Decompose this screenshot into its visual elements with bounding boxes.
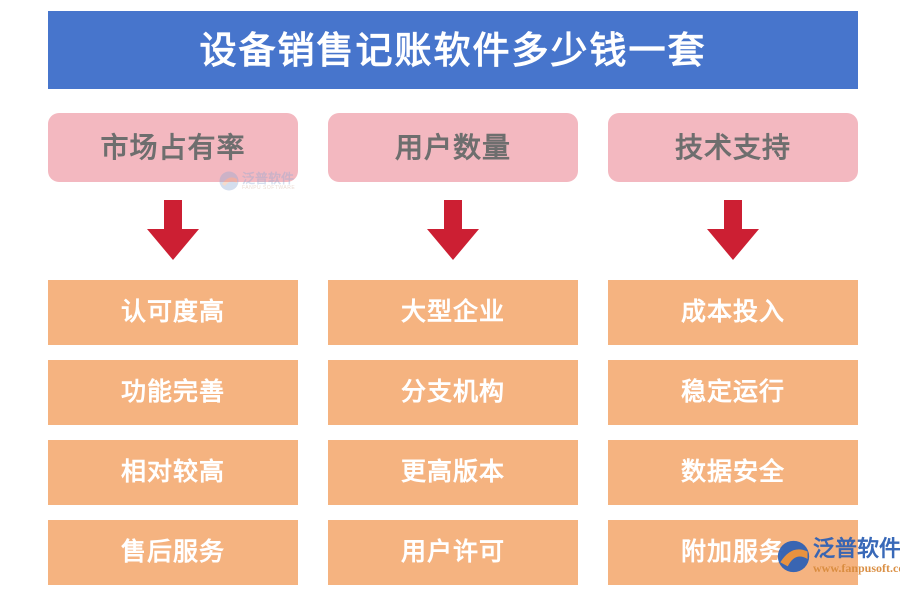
column-header-label: 用户数量 xyxy=(394,131,511,163)
item-box: 认可度高 xyxy=(48,280,298,345)
column-header-label: 市场占有率 xyxy=(100,131,246,163)
column-header-label: 技术支持 xyxy=(674,131,791,163)
item-label: 功能完善 xyxy=(120,378,225,406)
column-tech-support: 技术支持 成本投入 稳定运行 数据安全 附加服务 xyxy=(608,0,858,600)
column-header-box: 用户数量 xyxy=(328,113,578,182)
item-label: 售后服务 xyxy=(120,538,225,566)
down-arrow-icon xyxy=(143,200,203,262)
item-box: 更高版本 xyxy=(328,440,578,505)
item-label: 用户许可 xyxy=(400,538,505,566)
down-arrow-icon xyxy=(703,200,763,262)
item-box: 相对较高 xyxy=(48,440,298,505)
page-title: 设备销售记账软件多少钱一套 xyxy=(199,29,707,71)
column-market-share: 市场占有率 认可度高 功能完善 相对较高 售后服务 xyxy=(48,0,298,600)
item-box: 大型企业 xyxy=(328,280,578,345)
column-header-box: 市场占有率 xyxy=(48,113,298,182)
item-box: 成本投入 xyxy=(608,280,858,345)
item-box: 分支机构 xyxy=(328,360,578,425)
column-user-count: 用户数量 大型企业 分支机构 更高版本 用户许可 xyxy=(328,0,578,600)
item-label: 大型企业 xyxy=(400,298,505,326)
down-arrow-icon xyxy=(423,200,483,262)
item-label: 分支机构 xyxy=(400,378,505,406)
item-box: 数据安全 xyxy=(608,440,858,505)
item-box: 售后服务 xyxy=(48,520,298,585)
item-box: 稳定运行 xyxy=(608,360,858,425)
item-label: 认可度高 xyxy=(120,298,225,326)
item-box: 功能完善 xyxy=(48,360,298,425)
item-label: 更高版本 xyxy=(400,458,505,486)
column-header-box: 技术支持 xyxy=(608,113,858,182)
item-label: 数据安全 xyxy=(680,458,785,486)
title-banner: 设备销售记账软件多少钱一套 xyxy=(48,11,858,89)
item-box: 附加服务 xyxy=(608,520,858,585)
item-label: 附加服务 xyxy=(680,538,785,566)
item-label: 成本投入 xyxy=(680,298,785,326)
item-box: 用户许可 xyxy=(328,520,578,585)
item-label: 相对较高 xyxy=(120,458,225,486)
item-label: 稳定运行 xyxy=(680,378,785,406)
